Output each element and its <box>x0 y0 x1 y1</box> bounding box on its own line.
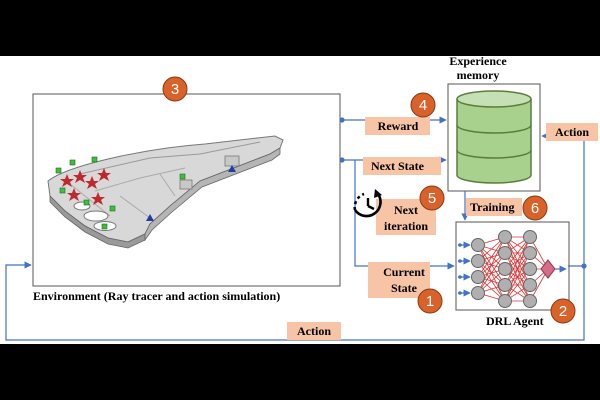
nn-node <box>523 278 537 292</box>
memory-title-line2: memory <box>457 68 500 82</box>
reward-label: Reward <box>378 119 419 133</box>
receiver-markers <box>55 156 186 230</box>
nn-connection <box>477 236 506 294</box>
nn-node <box>471 254 485 268</box>
next-iteration-label-line2: iteration <box>384 219 428 233</box>
next-state-port <box>339 157 345 163</box>
next-state-label: Next State <box>371 159 425 173</box>
nn-node <box>498 230 512 244</box>
action-split-port <box>581 263 587 269</box>
badge-3: 3 <box>162 76 188 102</box>
environment-caption: Environment (Ray tracer and action simul… <box>33 289 280 303</box>
reward-label-bg <box>365 117 430 135</box>
badge-5: 5 <box>419 185 445 211</box>
floor-plan-image <box>47 135 284 249</box>
nn-input-dot <box>458 259 462 263</box>
access-point-markers <box>146 165 236 221</box>
agent-caption: DRL Agent <box>486 314 544 328</box>
svg-text:4: 4 <box>419 97 427 114</box>
badge-2: 2 <box>550 298 576 324</box>
transmitter-markers <box>60 168 111 205</box>
next-state-label-bg <box>363 157 441 175</box>
nn-input-dot <box>458 243 462 247</box>
action-to-environment-arrow <box>5 261 585 341</box>
badge-4: 4 <box>410 92 436 118</box>
nn-node <box>523 246 537 260</box>
action-bottom-label: Action <box>297 324 331 338</box>
nn-node <box>498 294 512 308</box>
training-label-bg <box>466 198 522 216</box>
badge-6: 6 <box>522 195 548 221</box>
step-badges: 3 4 5 6 1 2 <box>162 76 576 324</box>
nn-node <box>471 238 485 252</box>
nn-connection <box>477 236 506 278</box>
nn-node <box>471 270 485 284</box>
drl-agent: DRL Agent <box>455 221 570 328</box>
nn-node <box>471 286 485 300</box>
environment-panel: Environment (Ray tracer and action simul… <box>32 93 341 303</box>
nn-node <box>523 294 537 308</box>
flow-labels: Reward Next State Next iteration Trainin… <box>287 117 598 340</box>
current-state-label-bg <box>368 262 430 298</box>
next-iteration-label-line1: Next <box>394 203 418 217</box>
nn-connection <box>477 252 506 294</box>
nn-node <box>523 262 537 276</box>
action-right-label-bg <box>546 123 598 141</box>
nn-input-dot <box>458 291 462 295</box>
action-right-label: Action <box>555 125 589 139</box>
svg-text:2: 2 <box>559 303 567 320</box>
clock-refresh-icon <box>353 189 382 218</box>
nn-input-dot <box>458 275 462 279</box>
svg-text:3: 3 <box>171 81 179 98</box>
diagram-svg: Environment (Ray tracer and action simul… <box>5 56 598 341</box>
nn-node <box>523 230 537 244</box>
svg-text:1: 1 <box>426 293 434 310</box>
nn-output-node <box>540 259 556 279</box>
nn-node <box>498 246 512 260</box>
badge-1: 1 <box>417 288 443 314</box>
svg-text:6: 6 <box>531 200 539 217</box>
nn-node <box>498 262 512 276</box>
database-icon <box>456 90 532 184</box>
current-state-label-line2: State <box>391 281 418 295</box>
training-label: Training <box>470 200 514 214</box>
memory-title-line1: Experience <box>449 56 507 68</box>
svg-text:5: 5 <box>428 190 436 207</box>
nn-node <box>498 278 512 292</box>
current-state-label-line1: Current <box>383 265 425 279</box>
nn-connection <box>504 236 531 286</box>
action-bottom-label-bg <box>287 322 341 340</box>
reward-port <box>339 117 345 123</box>
nn-connection <box>504 252 531 302</box>
experience-memory: Experience memory <box>447 56 541 192</box>
diagram-canvas: Environment (Ray tracer and action simul… <box>0 56 600 344</box>
neural-network-icon <box>458 230 567 308</box>
